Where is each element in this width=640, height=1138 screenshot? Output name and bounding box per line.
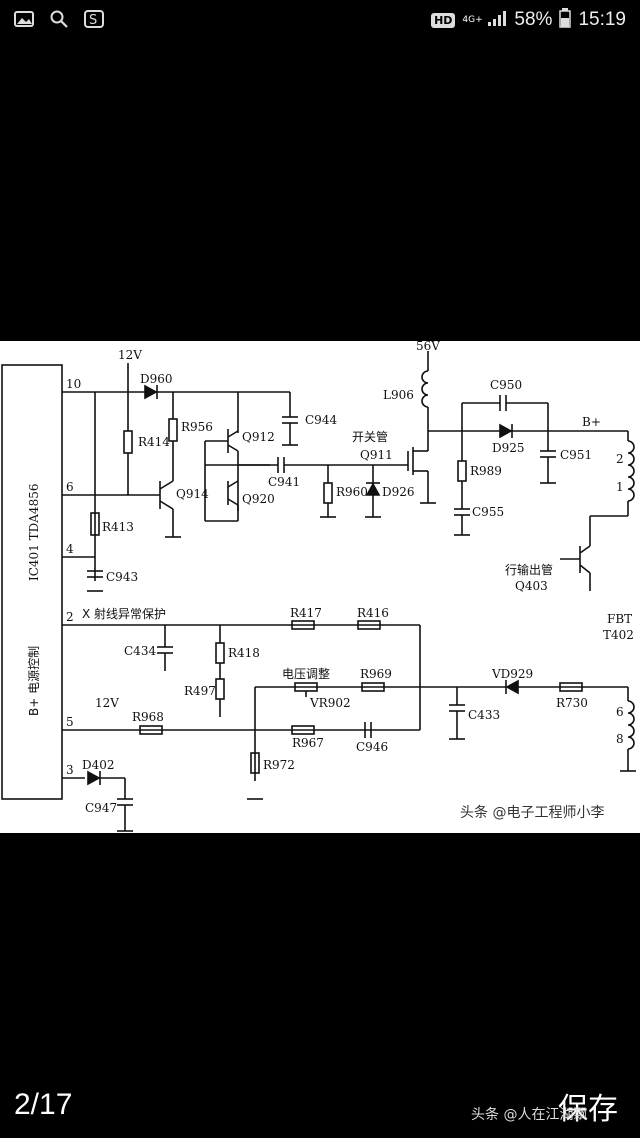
component-label: D926 xyxy=(382,485,415,499)
component-label: C944 xyxy=(305,413,337,427)
component-label: R416 xyxy=(357,606,389,620)
component-label: 开关管 xyxy=(352,429,388,444)
signal-icon xyxy=(487,9,507,31)
component-label: R972 xyxy=(263,758,295,772)
clock: 15:19 xyxy=(578,9,626,30)
component-label: C947 xyxy=(85,801,117,815)
terminal-label: 2 xyxy=(616,452,624,466)
component-label: C943 xyxy=(106,570,138,584)
component-label: R417 xyxy=(290,606,322,620)
component-label: D960 xyxy=(140,372,173,386)
component-label: R730 xyxy=(556,696,588,710)
pin-label: 2 xyxy=(66,610,74,624)
voltage-label: 12V xyxy=(118,348,142,362)
svg-text:S: S xyxy=(89,13,97,28)
sogou-icon: S xyxy=(84,10,104,32)
terminal-label: 1 xyxy=(616,480,624,494)
component-label: C951 xyxy=(560,448,592,462)
component-label: X 射线异常保护 xyxy=(82,606,166,621)
component-label: C433 xyxy=(468,708,500,722)
component-label: R967 xyxy=(292,736,324,750)
component-label: R969 xyxy=(360,667,392,681)
hd-badge: HD xyxy=(431,12,456,28)
component-label: L906 xyxy=(383,388,414,402)
battery-percent: 58% xyxy=(514,9,553,30)
network-type: 4G+ xyxy=(462,14,483,25)
component-label: C946 xyxy=(356,740,388,754)
search-icon xyxy=(50,10,68,32)
component-label: C434 xyxy=(124,644,156,658)
component-label: C941 xyxy=(268,475,300,489)
terminal-label: 6 xyxy=(616,705,624,719)
pin-label: 4 xyxy=(66,542,74,556)
pin-label: 10 xyxy=(66,377,81,391)
component-label: C955 xyxy=(472,505,504,519)
pin-label: 6 xyxy=(66,480,74,494)
component-label: Q914 xyxy=(176,487,209,501)
component-label: T402 xyxy=(603,628,634,642)
component-label: R497 xyxy=(184,684,216,698)
component-label: R418 xyxy=(228,646,260,660)
component-label: VD929 xyxy=(491,667,533,681)
voltage-label: 12V xyxy=(95,696,119,710)
pin-label: 3 xyxy=(66,763,74,777)
component-label: VR902 xyxy=(309,696,351,710)
schematic-image[interactable]: IC401 TDA4856 B+ 电源控制 10 6 4 2 5 3 12V 5… xyxy=(0,341,640,833)
component-label: Q912 xyxy=(242,430,275,444)
component-label: R960 xyxy=(336,485,368,499)
component-label: R956 xyxy=(181,420,213,434)
component-label: R989 xyxy=(470,464,502,478)
save-button[interactable]: 保存 xyxy=(558,1092,618,1127)
image-icon xyxy=(14,10,34,32)
component-label: Q403 xyxy=(515,579,548,593)
component-label: R968 xyxy=(132,710,164,724)
component-label: D925 xyxy=(492,441,525,455)
battery-icon xyxy=(559,8,572,32)
ic-block-label: B+ 电源控制 xyxy=(27,646,41,716)
component-label: R414 xyxy=(138,435,170,449)
terminal-label: 8 xyxy=(616,732,624,746)
component-label: C950 xyxy=(490,378,522,392)
component-label: 电压调整 xyxy=(282,666,330,681)
component-label: Q920 xyxy=(242,492,275,506)
status-bar: S HD 4G+ 58% 15:19 xyxy=(0,0,640,40)
ic-label: IC401 TDA4856 xyxy=(27,484,41,581)
watermark: 头条 @电子工程师小李 xyxy=(460,804,604,821)
component-label: FBT xyxy=(607,612,632,626)
component-label: D402 xyxy=(82,758,115,772)
pin-label: 5 xyxy=(66,715,74,729)
component-label: B+ xyxy=(582,415,601,429)
component-label: 行输出管 xyxy=(505,562,553,577)
credit-watermark: 头条 @人在江湖飘 xyxy=(471,1107,588,1123)
image-counter: 2/17 xyxy=(14,1088,73,1121)
circuit-diagram: IC401 TDA4856 B+ 电源控制 10 6 4 2 5 3 12V 5… xyxy=(1,341,636,832)
component-label: Q911 xyxy=(360,448,393,462)
voltage-label: 56V xyxy=(416,341,440,353)
component-label: R413 xyxy=(102,520,134,534)
